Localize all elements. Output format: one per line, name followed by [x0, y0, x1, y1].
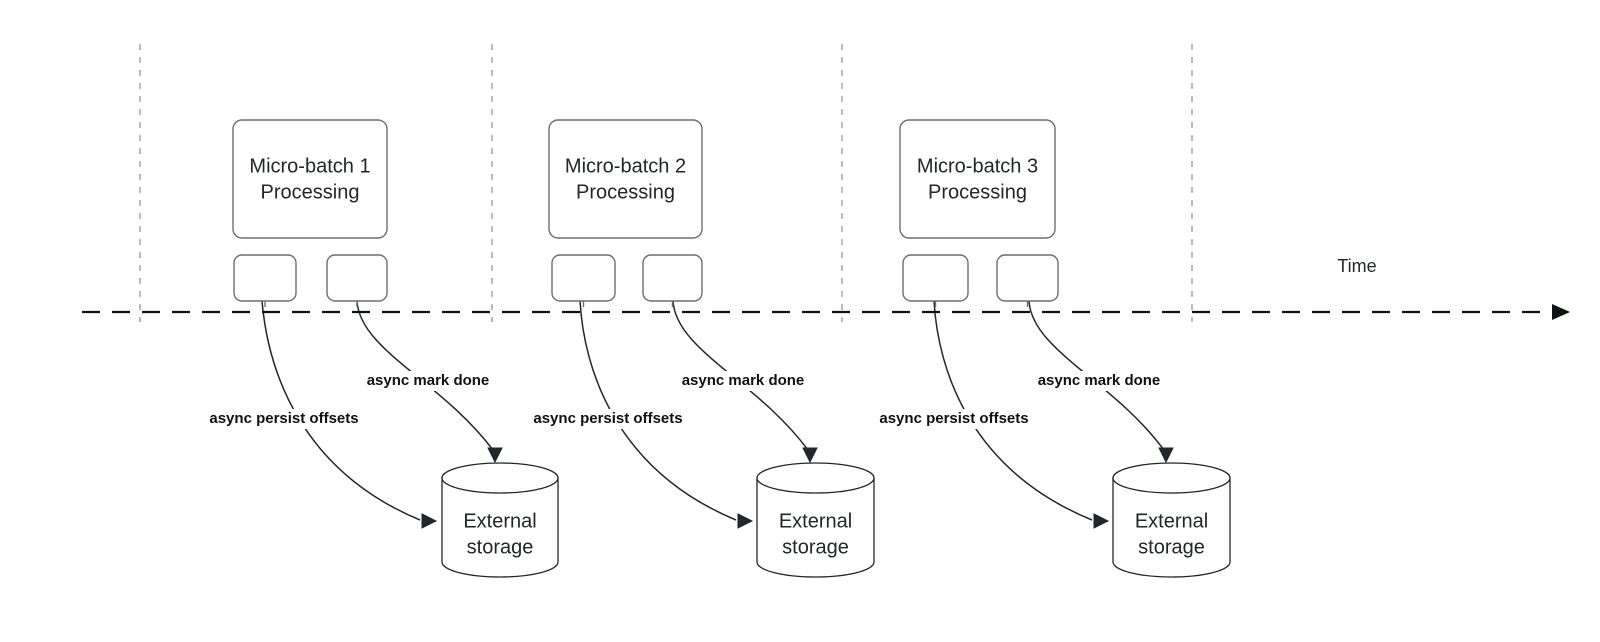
time-axis-arrowhead — [1552, 304, 1570, 320]
async-mark-done-arrowhead — [802, 447, 818, 464]
async-mark-done-label-backdrop — [363, 371, 493, 391]
async-mark-done-label-backdrop — [678, 371, 808, 391]
group-1-storage-cylinder-top — [441, 462, 559, 494]
group-3-storage-label-line2: storage — [1138, 536, 1205, 558]
group-1-storage-label-line1: External — [463, 510, 536, 532]
group-2-processing-label-line1: Micro-batch 2 — [565, 155, 686, 177]
async-mark-done-curve — [356, 300, 494, 451]
group-1-storage-label-line2: storage — [467, 536, 534, 558]
async-persist-offsets-arrowhead — [421, 513, 438, 529]
async-persist-offsets-label: async persist offsets — [209, 410, 358, 427]
group-3-processing-label-line1: Micro-batch 3 — [917, 155, 1038, 177]
group-1-processing-box[interactable] — [232, 119, 388, 239]
async-mark-done-arrowhead — [1158, 447, 1174, 464]
async-mark-done-label: async mark done — [1038, 372, 1161, 389]
group-2-processing-label-line2: Processing — [576, 181, 675, 203]
async-persist-offsets-label: async persist offsets — [879, 410, 1028, 427]
async-mark-done-arrowhead — [487, 447, 503, 464]
group-3-storage-cylinder-top — [1112, 462, 1231, 494]
async-persist-offsets-label-backdrop — [194, 409, 374, 429]
async-persist-offsets-label-backdrop — [518, 409, 698, 429]
async-persist-offsets-arrowhead — [737, 513, 754, 529]
time-axis-label: Time — [1337, 256, 1376, 276]
async-persist-offsets-label: async persist offsets — [533, 410, 682, 427]
async-mark-done-curve — [1028, 300, 1165, 451]
group-1-storage-cylinder-body[interactable] — [441, 477, 559, 578]
group-2-storage-cylinder-top — [756, 462, 875, 494]
async-persist-offsets-label-backdrop — [864, 409, 1044, 429]
group-3-storage-label-line1: External — [1135, 510, 1208, 532]
group-3-processing-label-line2: Processing — [928, 181, 1027, 203]
group-1-processing-label-line1: Micro-batch 1 — [249, 155, 370, 177]
group-2-processing-box[interactable] — [548, 119, 703, 239]
group-1-processing-label-line2: Processing — [261, 181, 360, 203]
group-2-storage-cylinder-body[interactable] — [756, 477, 875, 578]
group-3-processing-box[interactable] — [899, 119, 1056, 239]
async-persist-offsets-arrowhead — [1093, 513, 1110, 529]
async-mark-done-label-backdrop — [1034, 371, 1164, 391]
group-3-storage-cylinder-body[interactable] — [1112, 477, 1231, 578]
async-mark-done-label: async mark done — [367, 372, 490, 389]
async-mark-done-curve — [672, 300, 809, 451]
group-2-storage-label-line2: storage — [782, 536, 849, 558]
async-mark-done-label: async mark done — [682, 372, 805, 389]
group-2-storage-label-line1: External — [779, 510, 852, 532]
